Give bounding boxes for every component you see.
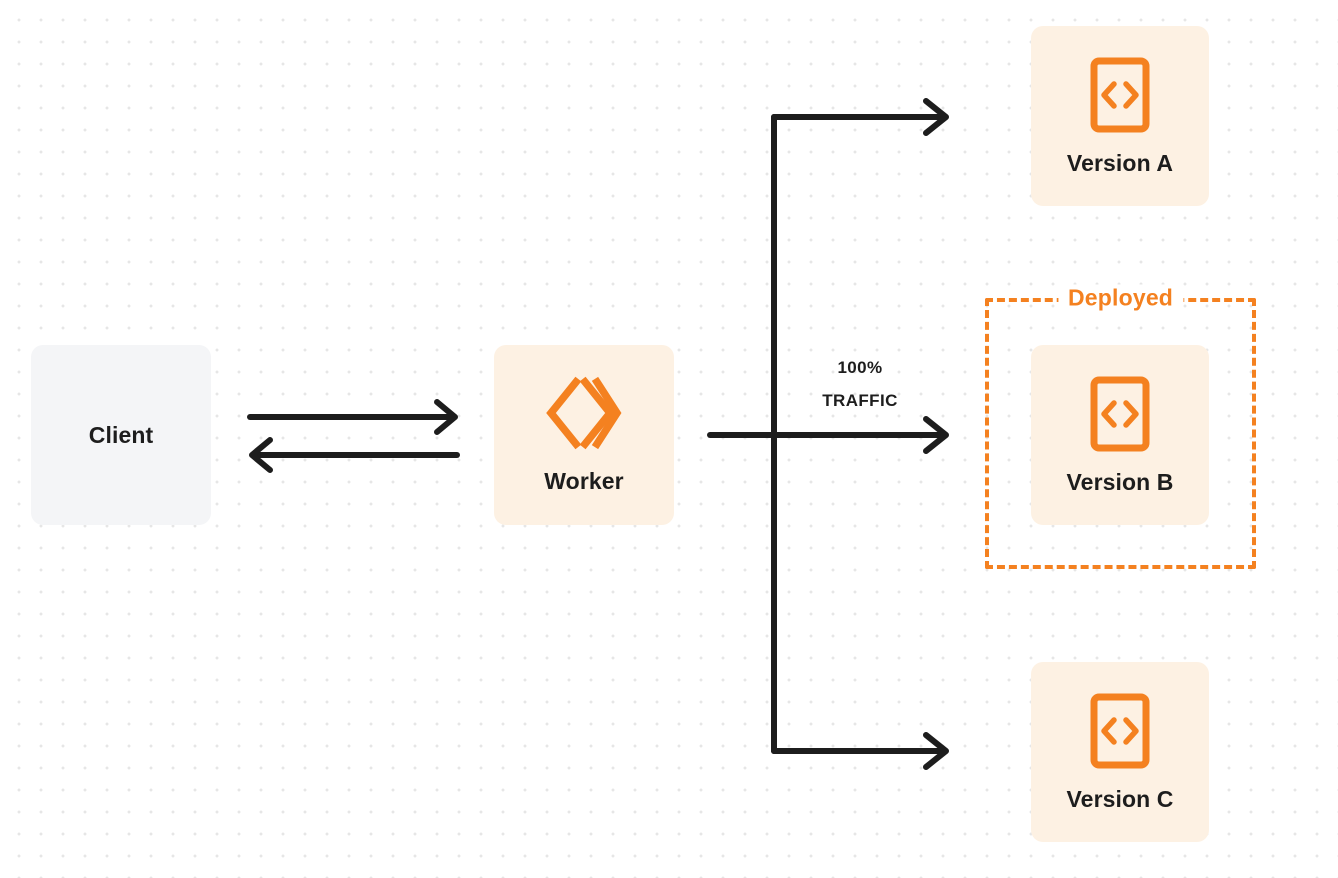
node-worker[interactable]: Worker <box>494 345 674 525</box>
node-client-label: Client <box>88 421 154 448</box>
deployed-group-label: Deployed <box>1057 284 1184 312</box>
edge-client-to-worker <box>247 399 458 435</box>
node-worker-label: Worker <box>544 467 624 494</box>
deployed-group: Deployed <box>985 284 1256 569</box>
traffic-label: 100% TRAFFIC <box>790 351 930 417</box>
edge-worker-to-version-a <box>771 98 949 136</box>
node-version-b-label: Version B <box>1066 468 1174 495</box>
code-file-icon <box>1089 375 1151 453</box>
traffic-unit: TRAFFIC <box>822 391 898 411</box>
edge-worker-to-client <box>249 437 460 473</box>
node-version-b[interactable]: Version B <box>1031 345 1209 525</box>
traffic-percent: 100% <box>837 358 883 377</box>
code-file-icon <box>1089 692 1151 770</box>
node-version-c[interactable]: Version C <box>1031 662 1209 842</box>
node-version-a[interactable]: Version A <box>1031 26 1209 206</box>
node-version-a-label: Version A <box>1066 149 1174 176</box>
cloudflare-workers-logo-icon <box>545 376 623 450</box>
node-version-c-label: Version C <box>1066 785 1174 812</box>
node-client[interactable]: Client <box>31 345 211 525</box>
code-file-icon <box>1089 56 1151 134</box>
edge-worker-to-version-c <box>771 732 949 770</box>
edge-worker-to-version-b <box>707 416 949 454</box>
